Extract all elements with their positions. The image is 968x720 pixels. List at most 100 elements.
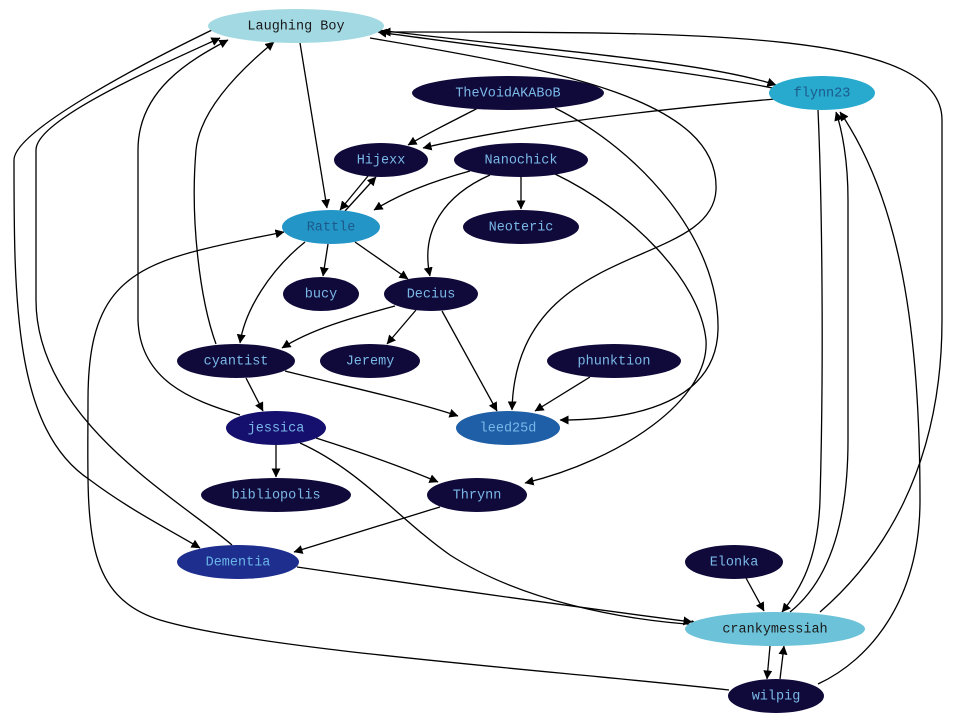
- edge-wilpig-to-crankymessiah: [778, 645, 788, 680]
- edge-rattle-to-bucy: [319, 243, 329, 277]
- edge-dementia-to-laughing_boy: [35, 37, 233, 546]
- node-ellipse-cyantist: [177, 344, 295, 378]
- edge-rattle-to-cyantist: [236, 241, 306, 344]
- node-label-flynn23: flynn23: [794, 87, 851, 102]
- node-ellipse-decius: [384, 277, 478, 311]
- edge-wilpig-to-flynn23: [817, 111, 921, 685]
- node-ellipse-thevoid: [412, 76, 604, 110]
- edge-dementia-to-crankymessiah: [296, 566, 693, 626]
- edge-crankymessiah-to-wilpig: [763, 645, 773, 680]
- node-label-crankymessiah: crankymessiah: [722, 623, 827, 638]
- node-label-thrynn: Thrynn: [453, 489, 502, 504]
- edge-rattle-to-hijexx: [344, 176, 377, 212]
- node-rattle[interactable]: Rattle: [282, 210, 380, 244]
- node-ellipse-elonka: [685, 545, 783, 579]
- edge-cyantist-to-leed25d: [284, 370, 459, 418]
- edge-phunktion-to-leed25d: [534, 376, 591, 412]
- edges-layer: [13, 27, 943, 691]
- edge-rattle-to-decius: [354, 241, 409, 280]
- node-label-elonka: Elonka: [710, 556, 759, 571]
- node-ellipse-rattle: [282, 210, 380, 244]
- edge-decius-to-leed25d: [441, 310, 498, 412]
- node-label-bucy: bucy: [305, 288, 337, 303]
- edge-hijexx-to-rattle: [339, 175, 369, 211]
- edge-laughing_boy-to-flynn23: [377, 29, 777, 87]
- node-label-phunktion: phunktion: [578, 355, 651, 370]
- edge-nanochick-to-thrynn: [524, 173, 707, 486]
- edge-flynn23-to-laughing_boy: [377, 28, 783, 91]
- node-cyantist[interactable]: cyantist: [177, 344, 295, 378]
- node-jessica[interactable]: jessica: [226, 411, 326, 445]
- node-ellipse-jeremy: [320, 344, 420, 378]
- edge-thevoid-to-leed25d: [554, 107, 719, 425]
- node-label-nanochick: Nanochick: [485, 154, 558, 169]
- edge-wilpig-to-rattle: [87, 229, 730, 691]
- node-ellipse-nanochick: [454, 143, 588, 177]
- node-laughing_boy[interactable]: Laughing Boy: [208, 9, 384, 43]
- edge-laughing_boy-to-leed25d: [369, 37, 717, 411]
- node-ellipse-bibliopolis: [201, 478, 351, 512]
- node-ellipse-neoteric: [463, 210, 579, 244]
- node-crankymessiah[interactable]: crankymessiah: [685, 612, 865, 646]
- edge-laughing_boy-to-dementia: [13, 29, 213, 549]
- node-ellipse-flynn23: [769, 76, 875, 110]
- node-label-jessica: jessica: [248, 422, 305, 437]
- node-ellipse-thrynn: [427, 478, 527, 512]
- node-ellipse-leed25d: [456, 411, 560, 445]
- node-leed25d[interactable]: leed25d: [456, 411, 560, 445]
- edge-cyantist-to-laughing_boy: [193, 41, 275, 345]
- edge-elonka-to-crankymessiah: [745, 577, 765, 612]
- node-ellipse-bucy: [283, 277, 359, 311]
- node-ellipse-dementia: [177, 545, 299, 579]
- node-dementia[interactable]: Dementia: [177, 545, 299, 579]
- edge-cyantist-to-jessica: [245, 377, 264, 412]
- node-ellipse-hijexx: [334, 143, 428, 177]
- edge-jessica-to-thrynn: [315, 437, 439, 483]
- node-label-thevoid: TheVoidAKABoB: [455, 87, 560, 102]
- node-flynn23[interactable]: flynn23: [769, 76, 875, 110]
- node-ellipse-wilpig: [728, 679, 824, 713]
- node-label-cyantist: cyantist: [204, 355, 269, 370]
- edge-nanochick-to-decius: [423, 174, 491, 277]
- node-ellipse-phunktion: [547, 344, 681, 378]
- node-wilpig[interactable]: wilpig: [728, 679, 824, 713]
- edge-jessica-to-laughing_boy: [137, 39, 241, 416]
- node-thrynn[interactable]: Thrynn: [427, 478, 527, 512]
- node-decius[interactable]: Decius: [384, 277, 478, 311]
- edge-crankymessiah-to-flynn23: [789, 111, 849, 613]
- node-label-bibliopolis: bibliopolis: [231, 489, 320, 504]
- node-bibliopolis[interactable]: bibliopolis: [201, 478, 351, 512]
- edge-nanochick-to-rattle: [373, 170, 471, 211]
- node-thevoid[interactable]: TheVoidAKABoB: [412, 76, 604, 110]
- edge-flynn23-to-hijexx: [422, 98, 776, 151]
- node-ellipse-jessica: [226, 411, 326, 445]
- edge-thevoid-to-hijexx: [407, 107, 479, 146]
- edge-decius-to-cyantist: [281, 305, 396, 349]
- node-elonka[interactable]: Elonka: [685, 545, 783, 579]
- node-jeremy[interactable]: Jeremy: [320, 344, 420, 378]
- node-ellipse-laughing_boy: [208, 9, 384, 43]
- node-label-decius: Decius: [407, 288, 456, 303]
- edge-decius-to-jeremy: [386, 309, 417, 345]
- node-label-wilpig: wilpig: [752, 690, 801, 705]
- node-neoteric[interactable]: Neoteric: [463, 210, 579, 244]
- node-bucy[interactable]: bucy: [283, 277, 359, 311]
- edge-flynn23-to-crankymessiah: [781, 109, 823, 613]
- edge-jessica-to-crankymessiah: [299, 442, 701, 629]
- node-label-laughing_boy: Laughing Boy: [247, 20, 344, 35]
- node-phunktion[interactable]: phunktion: [547, 344, 681, 378]
- node-label-rattle: Rattle: [307, 221, 356, 236]
- node-nanochick[interactable]: Nanochick: [454, 143, 588, 177]
- node-hijexx[interactable]: Hijexx: [334, 143, 428, 177]
- edge-laughing_boy-to-rattle: [299, 42, 331, 209]
- node-label-dementia: Dementia: [206, 556, 271, 571]
- node-label-leed25d: leed25d: [480, 422, 537, 437]
- node-label-jeremy: Jeremy: [346, 355, 395, 370]
- edge-thrynn-to-dementia: [293, 506, 441, 554]
- edge-crankymessiah-to-laughing_boy: [381, 27, 943, 613]
- node-label-neoteric: Neoteric: [489, 221, 554, 236]
- node-ellipse-crankymessiah: [685, 612, 865, 646]
- node-label-hijexx: Hijexx: [357, 154, 406, 169]
